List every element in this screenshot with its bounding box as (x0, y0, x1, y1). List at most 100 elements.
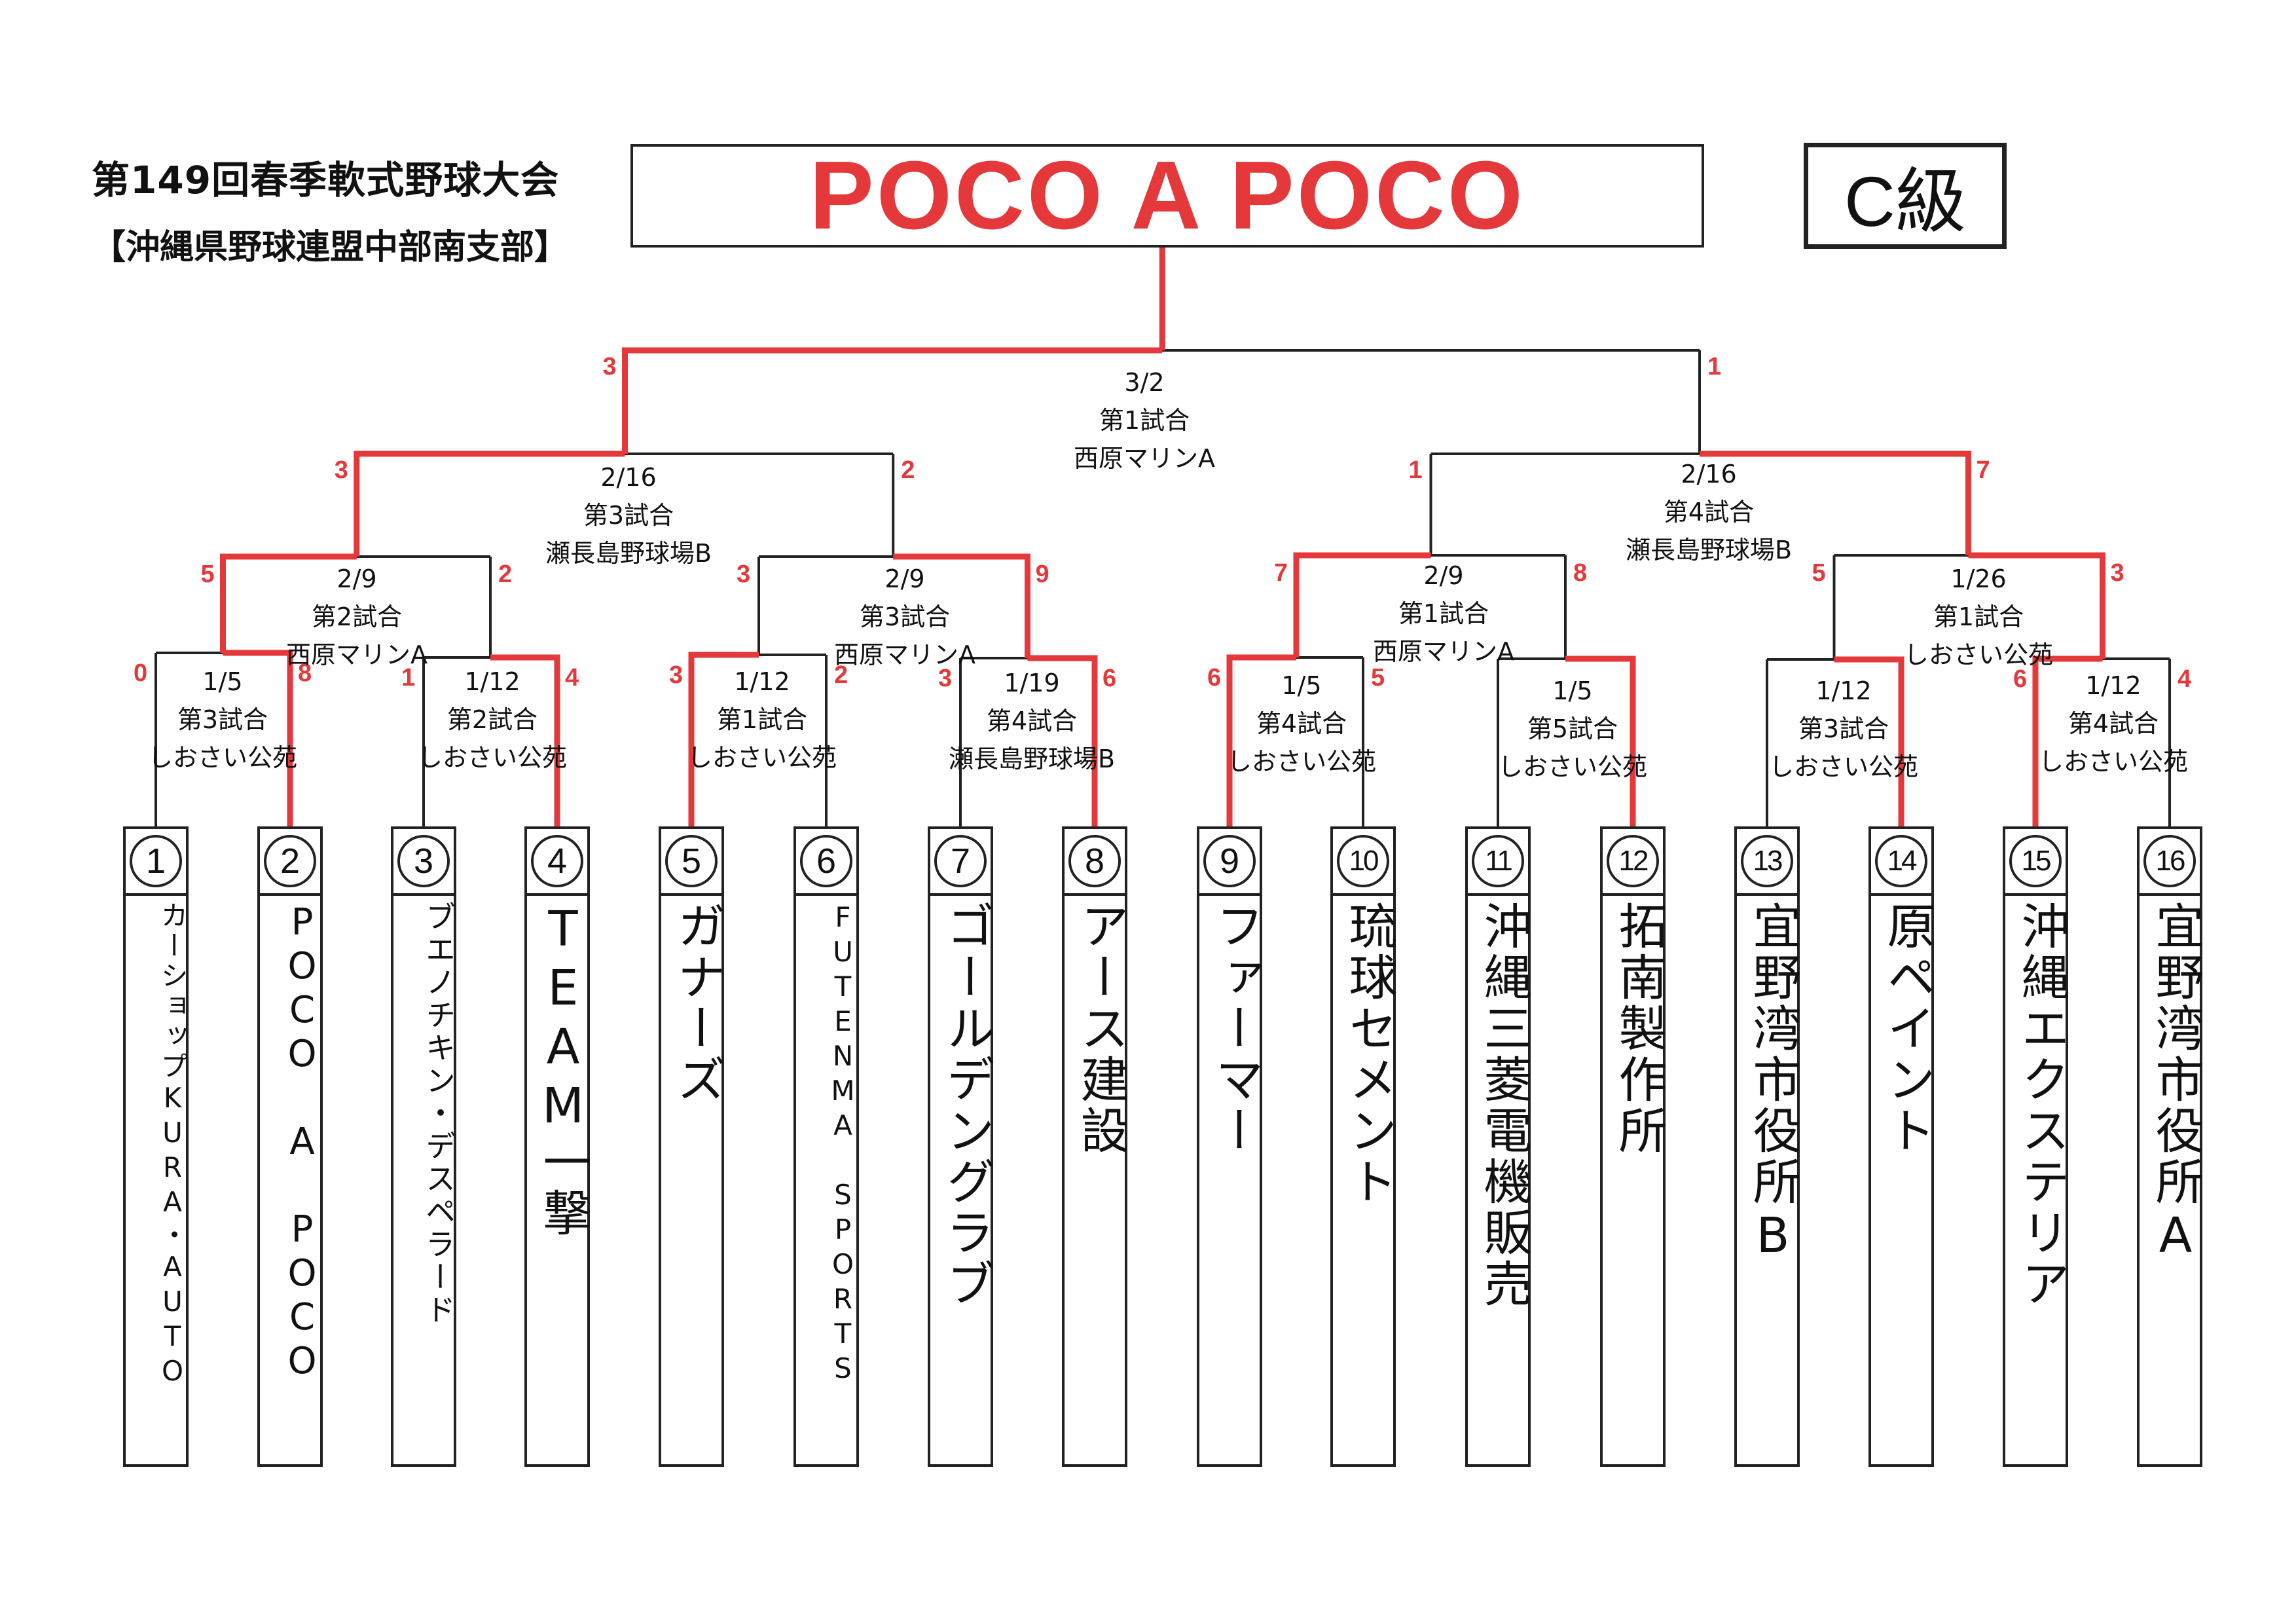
round1-match-1-info-date: 1/5 (202, 667, 243, 696)
round1-match-6-info-game: 第5試合 (1527, 714, 1618, 743)
round2-match-1-info-date: 2/9 (337, 564, 377, 593)
team-name: TEAM一撃 (535, 901, 591, 1239)
round2-match-4-score-right: 3 (2110, 559, 2124, 587)
bracket-lines-winner-path (220, 248, 2105, 826)
team-seed-number: 11 (1472, 835, 1524, 887)
team-seed-number: 5 (665, 835, 718, 887)
team-seed-number: 1 (130, 835, 182, 887)
team-seed-cell: 4 (527, 829, 587, 896)
team-seed-number: 3 (397, 835, 450, 887)
semifinal-1-score-left: 3 (334, 456, 348, 484)
semifinal-2-info-venue: 瀬長島野球場B (1625, 536, 1793, 564)
round1-match-2-right-branch (490, 654, 560, 826)
round1-match-4-info-game: 第4試合 (986, 707, 1078, 735)
round1-match-3-info-date: 1/12 (734, 667, 790, 696)
semifinal-1-info-venue: 瀬長島野球場B (545, 539, 712, 568)
round1-match-1-score-left: 0 (134, 659, 148, 687)
team-seed-cell: 5 (661, 829, 721, 896)
round1-match-8-info-game: 第4試合 (2068, 709, 2159, 738)
team-name: 拓南製作所 (1611, 901, 1667, 1156)
semifinal-2-score-right: 7 (1976, 456, 1990, 484)
tournament-title: 第149回春季軟式野球大会 (92, 158, 560, 202)
team-name: カーショップKURA・AUTO (156, 901, 189, 1390)
round2-match-1-score-left: 5 (200, 561, 215, 588)
round1-match-7-info-date: 1/12 (1815, 676, 1872, 705)
round2-match-2-score-right: 9 (1035, 561, 1049, 588)
team-seed-cell: 6 (796, 829, 856, 896)
round1-match-4-info-venue: 瀬長島野球場B (948, 745, 1116, 773)
round2-match-4-score-left: 5 (1812, 559, 1826, 587)
team-seed-number: 9 (1203, 835, 1256, 887)
team-card-1: 1 カーショップKURA・AUTO (123, 826, 189, 1467)
team-seed-cell: 3 (393, 829, 454, 896)
semifinal-1-info-date: 2/16 (600, 463, 657, 492)
round2-match-4-info-venue: しおさい公苑 (1903, 640, 2053, 669)
round2-match-3-info-game: 第1試合 (1398, 599, 1489, 628)
final-match-info-venue: 西原マリンA (1074, 444, 1215, 473)
round2-match-1-left-branch (220, 553, 357, 653)
round2-match-2-score-left: 3 (737, 561, 751, 588)
final-score-left: 3 (602, 353, 617, 380)
team-seed-cell: 12 (1603, 829, 1663, 896)
team-seed-number: 6 (800, 835, 852, 887)
class-label: C級 (1844, 162, 1966, 241)
team-seed-number: 14 (1875, 835, 1927, 887)
round1-match-8-score-left: 6 (2013, 665, 2028, 693)
final-score-right: 1 (1707, 353, 1722, 380)
semifinal-2-info-date: 2/16 (1681, 460, 1737, 489)
team-name: POCO A POCO (281, 901, 323, 1384)
round1-match-7-info-venue: しおさい公苑 (1768, 752, 1918, 781)
round2-match-3-info-venue: 西原マリンA (1373, 637, 1514, 666)
semifinal-1-info: 2/16 第3試合瀬長島野球場B (491, 458, 766, 572)
team-name: 宜野湾市役所A (2147, 901, 2204, 1266)
round1-match-5-info-venue: しおさい公苑 (1226, 747, 1376, 776)
champion-name: POCO A POCO (809, 141, 1525, 249)
semifinal-2-info: 2/16 第4試合瀬長島野球場B (1571, 455, 1846, 569)
team-name: FUTENMA SPORTS (827, 901, 859, 1387)
team-seed-number: 8 (1068, 835, 1121, 887)
round1-match-3-score-right: 2 (834, 661, 848, 689)
semifinal-1-info-game: 第3試合 (583, 501, 674, 530)
round1-match-8-info-date: 1/12 (2085, 671, 2141, 700)
round1-match-6-info-date: 1/5 (1552, 676, 1593, 705)
team-name: 沖縄エクステリア (2013, 901, 2069, 1310)
team-name: 宜野湾市役所B (1745, 901, 1801, 1266)
team-seed-number: 16 (2143, 835, 2196, 887)
team-seed-cell: 16 (2140, 829, 2200, 896)
round1-match-3-info-game: 第1試合 (716, 705, 808, 734)
round2-match-1-info-venue: 西原マリンA (286, 640, 428, 669)
team-seed-number: 7 (934, 835, 987, 887)
team-seed-cell: 14 (1871, 829, 1931, 896)
round1-match-1-info-game: 第3試合 (177, 705, 268, 734)
team-seed-number: 13 (1741, 835, 1793, 887)
champion-box: POCO A POCO (630, 141, 1704, 249)
round1-match-1-info-venue: しおさい公苑 (147, 743, 297, 772)
semifinal-2-right-branch (1700, 451, 1971, 555)
team-seed-cell: 8 (1065, 829, 1125, 896)
round1-match-3-info-venue: しおさい公苑 (687, 743, 837, 772)
final-match-info-date: 3/2 (1124, 368, 1165, 397)
round1-match-5-info-date: 1/5 (1281, 671, 1322, 700)
semifinal-2-info-game: 第4試合 (1663, 498, 1755, 526)
round2-match-3-left-branch (1293, 552, 1431, 657)
round1-match-5-info: 1/5 第4試合しおさい公苑 (1164, 667, 1439, 781)
round1-match-5-info-game: 第4試合 (1256, 709, 1347, 738)
round1-match-2-score-left: 1 (401, 664, 416, 692)
round2-match-4-right-branch (1968, 552, 2105, 659)
class-box: C級 (1804, 143, 2007, 249)
team-seed-cell: 2 (260, 829, 320, 896)
